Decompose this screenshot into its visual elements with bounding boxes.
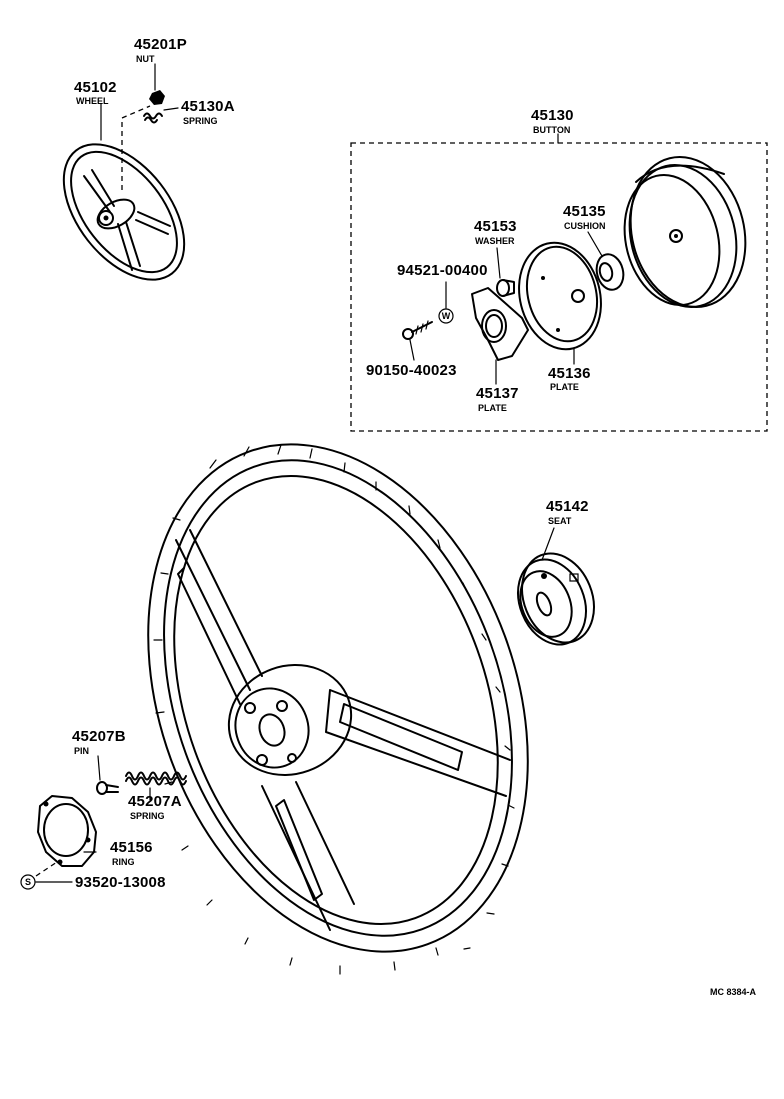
spring-45207A: [125, 771, 187, 786]
part-name-ring: RING: [112, 857, 135, 867]
part-number-45137: 45137: [476, 385, 519, 402]
reference-code: MC 8384-A: [710, 987, 757, 997]
button-assembly-box: [350, 142, 768, 432]
washer-mark-circle: [438, 308, 454, 324]
part-number-45207B: 45207B: [72, 728, 126, 745]
part-number-45142: 45142: [546, 498, 589, 515]
spring-45130A: [143, 112, 163, 124]
part-name-plate-45137: PLATE: [478, 403, 507, 413]
part-number-93520-13008: 93520-13008: [75, 874, 166, 891]
part-name-button: BUTTON: [533, 125, 571, 135]
washer-45153: [496, 279, 515, 297]
part-number-45130: 45130: [531, 107, 574, 124]
part-name-spring-top: SPRING: [183, 116, 218, 126]
part-name-seat: SEAT: [548, 516, 572, 526]
screw-90150-40023: [402, 320, 433, 340]
part-number-45207A: 45207A: [128, 793, 182, 810]
part-number-45102: 45102: [74, 79, 117, 96]
seat-45142: [517, 552, 595, 646]
screw-mark-circle: [20, 874, 36, 890]
pin-45207B: [96, 781, 119, 795]
part-number-45136: 45136: [548, 365, 591, 382]
part-name-nut: NUT: [136, 54, 155, 64]
plate-45137: [471, 287, 529, 361]
button-45130: [623, 156, 747, 308]
part-number-90150-40023: 90150-40023: [366, 362, 457, 379]
part-number-45130A: 45130A: [181, 98, 235, 115]
washer-mark-symbol: W: [441, 311, 451, 321]
part-number-94521-00400: 94521-00400: [397, 262, 488, 279]
small-steering-wheel: [62, 105, 186, 281]
part-number-45135: 45135: [563, 203, 606, 220]
cushion-45135: [595, 253, 625, 291]
part-name-washer: WASHER: [475, 236, 515, 246]
part-number-45201P: 45201P: [134, 36, 187, 53]
part-name-cushion: CUSHION: [564, 221, 606, 231]
part-name-plate-45136: PLATE: [550, 382, 579, 392]
large-steering-wheel: [147, 443, 529, 975]
plate-45136: [518, 241, 602, 351]
ring-45156: [37, 795, 97, 867]
part-name-spring-bottom: SPRING: [130, 811, 165, 821]
nut-45201P: [149, 90, 165, 105]
part-name-pin: PIN: [74, 746, 90, 756]
screw-mark-symbol: S: [24, 877, 31, 887]
part-number-45156: 45156: [110, 839, 153, 856]
part-name-wheel: WHEEL: [76, 96, 109, 106]
part-number-45153: 45153: [474, 218, 517, 235]
